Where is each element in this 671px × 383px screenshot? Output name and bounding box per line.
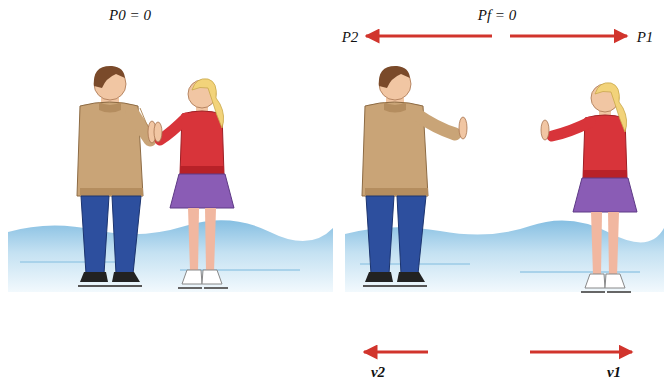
momentum-label: P0 = 0 bbox=[109, 8, 151, 23]
momentum-label: Pf = 0 bbox=[478, 8, 516, 23]
momentum-label: P1 bbox=[637, 30, 654, 45]
velocity-label: v2 bbox=[371, 365, 385, 380]
momentum-label: P2 bbox=[342, 30, 359, 45]
velocity-label: v1 bbox=[607, 365, 621, 380]
